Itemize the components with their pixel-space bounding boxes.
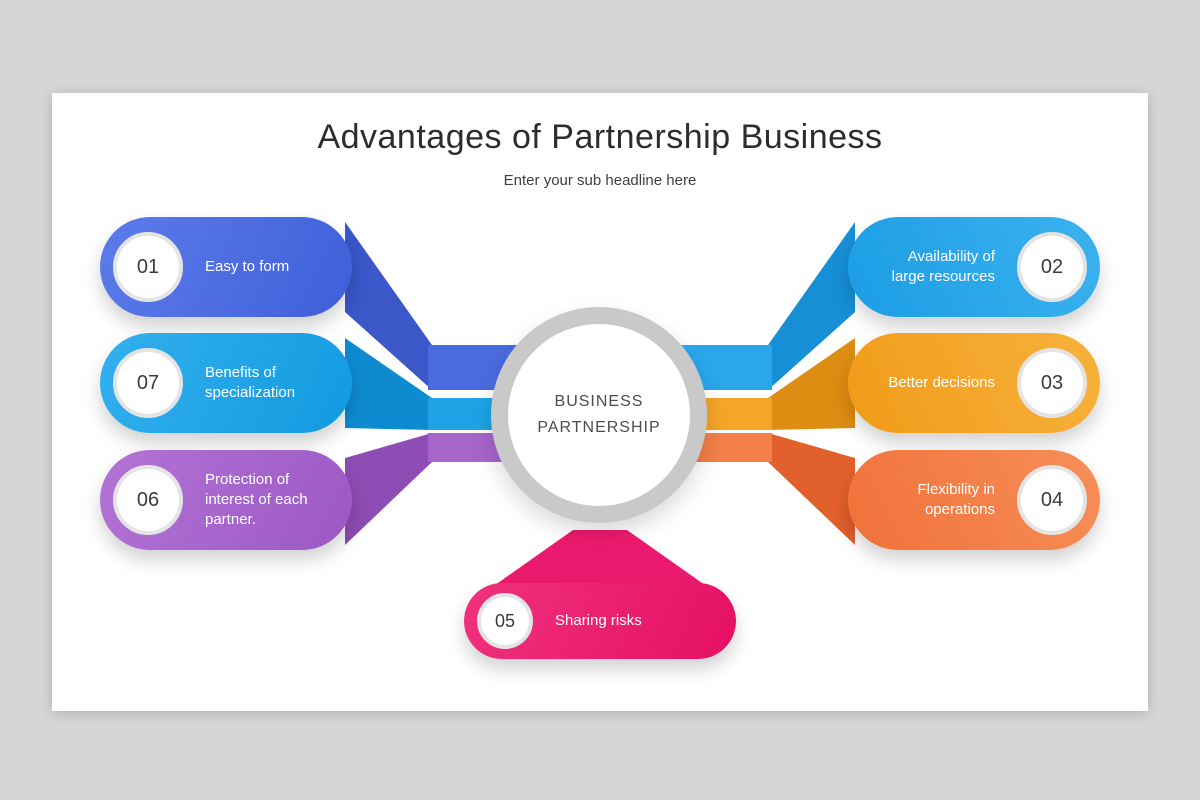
item-number: 04: [1040, 488, 1064, 511]
connector-fold-07: [345, 338, 432, 430]
item-pill-01: 01 Easy to form: [100, 217, 352, 317]
item-label: Easy to form: [205, 257, 290, 275]
item-label: Benefits of specialization: [205, 363, 296, 401]
item-label: Sharing risks: [555, 611, 642, 629]
item-number: 02: [1040, 255, 1064, 278]
item-label: Better decisions: [888, 373, 995, 391]
item-pill-05: 05 Sharing risks: [464, 583, 736, 659]
item-number: 06: [136, 488, 160, 511]
connector-fold-02: [768, 222, 855, 390]
item-label: Availability of large resources: [891, 247, 995, 285]
item-pill-07: 07 Benefits of specialization: [100, 333, 352, 433]
center-label-line1: BUSINESS: [554, 393, 644, 411]
page-subtitle: Enter your sub headline here: [503, 172, 697, 189]
item-number: 01: [136, 255, 160, 278]
item-number-badge: 05: [477, 593, 533, 649]
item-number: 03: [1040, 371, 1064, 394]
item-number-badge: 07: [113, 348, 183, 418]
item-pill-04: Flexibility in operations 04: [848, 450, 1100, 550]
connector-fold-04: [768, 433, 855, 545]
item-label: Flexibility in operations: [917, 480, 995, 518]
center-label-line2: PARTNERSHIP: [537, 419, 661, 436]
item-number: 07: [136, 371, 160, 394]
item-number-badge: 06: [113, 465, 183, 535]
item-number-badge: 02: [1017, 232, 1087, 302]
item-number-badge: 03: [1017, 348, 1087, 418]
center-circle: BUSINESS PARTNERSHIP: [491, 307, 707, 523]
connector-stem-05: [488, 530, 712, 590]
connector-fold-01: [345, 222, 432, 390]
connector-fold-06: [345, 433, 432, 545]
item-pill-06: 06 Protection of interest of each partne…: [100, 450, 352, 550]
page-title: Advantages of Partnership Business: [317, 118, 883, 156]
item-label: Protection of interest of each partner.: [205, 470, 308, 529]
item-number-badge: 01: [113, 232, 183, 302]
item-pill-02: Availability of large resources 02: [848, 217, 1100, 317]
item-number-badge: 04: [1017, 465, 1087, 535]
item-pill-03: Better decisions 03: [848, 333, 1100, 433]
connector-fold-03: [768, 338, 855, 430]
item-number: 05: [494, 610, 516, 631]
